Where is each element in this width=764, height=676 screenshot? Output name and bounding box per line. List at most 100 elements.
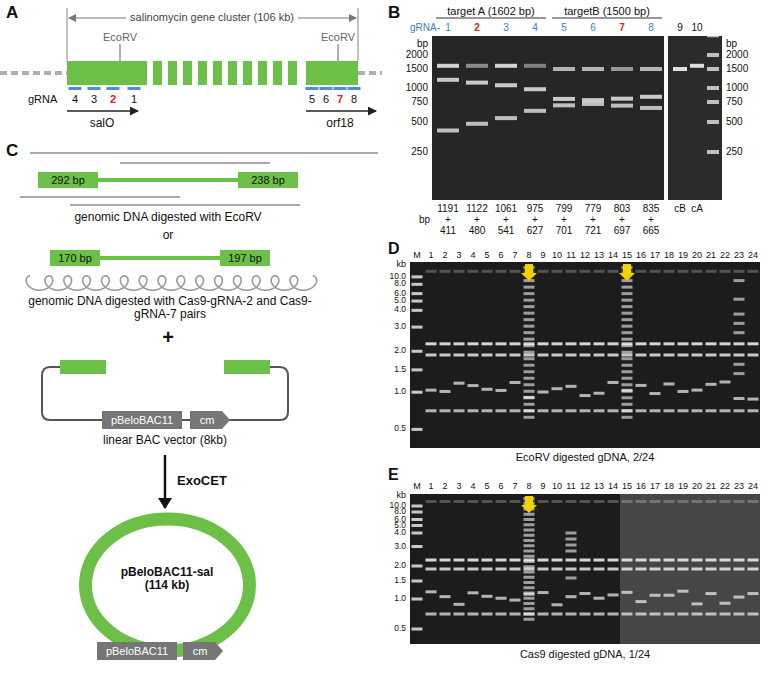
gel-band: [650, 500, 661, 503]
gel-band: [454, 603, 465, 606]
gel-band: [622, 325, 633, 328]
gel-band: [524, 618, 535, 621]
gel-band: [538, 342, 549, 345]
gel-band: [412, 598, 423, 601]
text-label: 22: [720, 482, 730, 492]
gel-band: [440, 342, 451, 345]
gel-band: [608, 613, 619, 616]
gel-band: [412, 628, 423, 631]
gel-band: [440, 500, 451, 503]
gel-band: [524, 571, 535, 574]
gel-band: [622, 568, 633, 571]
gel-band: [678, 590, 689, 593]
text-label: EcoRV digested gDNA, 2/24: [516, 451, 655, 463]
gel-band: [734, 613, 745, 616]
gel-band: [524, 299, 535, 302]
gel-band: [566, 342, 577, 345]
gel-band: [608, 559, 619, 562]
text-label: 1000: [406, 82, 428, 93]
text-label: 250: [726, 146, 743, 157]
gel-band: [538, 559, 549, 562]
gel-band: [678, 500, 689, 503]
gel-band: [552, 559, 563, 562]
gel-band: [524, 592, 535, 595]
gel-band: [707, 100, 719, 104]
edge-label: ExoCET: [177, 474, 227, 488]
gel-band: [482, 613, 493, 616]
gel-band: [734, 331, 745, 334]
backbone-box: pBeloBAC11: [97, 642, 177, 660]
gel-band: [594, 597, 605, 600]
text-label: 2: [474, 22, 480, 33]
gel-band: [720, 409, 731, 412]
gel-band: [707, 150, 719, 154]
text-label: 1500: [726, 63, 748, 74]
text-label: 835 + 665: [639, 203, 663, 236]
text-label: 799 + 701: [552, 203, 576, 236]
highlight-arrow: [619, 264, 635, 281]
gel-band: [426, 354, 437, 357]
gel-band: [706, 342, 717, 345]
text-label: 12: [580, 482, 590, 492]
gel-band: [496, 500, 507, 503]
text-label: 5: [309, 93, 315, 105]
text-label: salinomycin gene cluster (106 kb): [126, 11, 298, 23]
gel-band: [566, 550, 577, 553]
gel-band: [678, 613, 689, 616]
text-label: bp: [419, 214, 430, 225]
gel-band: [622, 354, 633, 357]
gel-band: [594, 270, 605, 273]
gel-band: [524, 513, 535, 516]
gel-band: [636, 384, 647, 387]
text-label: 3.0: [394, 542, 406, 551]
gel-band: [524, 409, 535, 412]
gel-band: [622, 364, 633, 367]
gel-band: [582, 67, 604, 71]
grna-bar: [348, 87, 361, 90]
gel-band: [454, 382, 465, 385]
connector-arrow: [158, 455, 172, 509]
gel-band: [510, 270, 521, 273]
gel-band: [611, 104, 633, 108]
node-text: linear BAC vector (8kb): [40, 434, 290, 447]
homology-arm: 197 bp: [220, 250, 270, 266]
gel-band: [524, 550, 535, 553]
homology-arm: [224, 360, 270, 374]
highlight-arrow: [521, 496, 537, 513]
text-label: cA: [691, 203, 703, 214]
gel-band: [566, 500, 577, 503]
gel-band: [510, 500, 521, 503]
text-label: 1122 + 480: [465, 203, 489, 236]
text-label: 1191 + 411: [436, 203, 460, 236]
gel-band: [748, 354, 759, 357]
gel-band: [437, 64, 459, 68]
text-label: 4: [470, 482, 475, 492]
gel-band: [566, 538, 577, 541]
text-label: 19: [678, 251, 688, 261]
gel-band: [692, 342, 703, 345]
text-label: C: [6, 142, 18, 161]
gel-band: [482, 270, 493, 273]
gel-band: [622, 305, 633, 308]
gel-band: [553, 67, 575, 71]
node-text: cm: [200, 414, 215, 426]
text-label: 8: [351, 93, 357, 105]
text-label: 12: [580, 251, 590, 261]
gel-band: [636, 613, 647, 616]
gel-band: [412, 292, 423, 295]
text-label: 3: [456, 482, 461, 492]
gene-block: [67, 61, 147, 85]
gel-band: [611, 67, 633, 71]
text-label: cB: [674, 203, 686, 214]
homology-arm: 170 bp: [50, 250, 100, 266]
gel-band: [580, 500, 591, 503]
text-label: targetB (1500 bp): [564, 5, 650, 17]
text-label: 8.0: [394, 279, 406, 288]
gel-band: [524, 416, 535, 419]
gel-band: [622, 416, 633, 419]
text-label: orf18: [326, 117, 353, 130]
gel-band: [622, 292, 633, 295]
gel-band: [468, 270, 479, 273]
gel-band: [622, 591, 633, 594]
text-label: 5.0: [394, 296, 406, 305]
